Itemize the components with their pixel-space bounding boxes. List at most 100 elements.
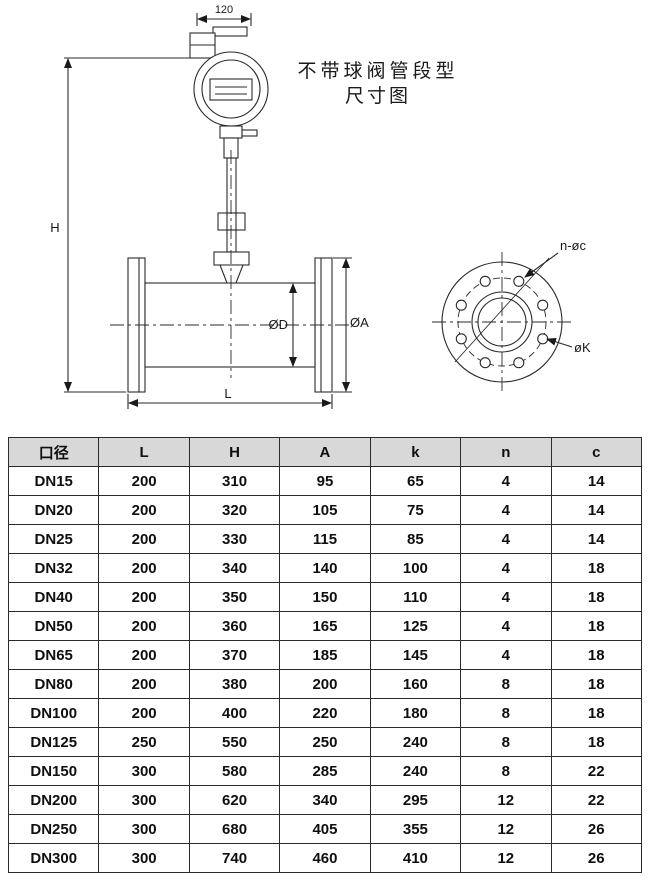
cell-value: 340: [188, 553, 281, 583]
cell-value: 18: [550, 727, 643, 757]
cell-value: 105: [279, 495, 371, 525]
cell-value: 550: [188, 727, 281, 757]
bolt-hole-count-label: n-øc: [560, 238, 587, 253]
cell-value: 4: [460, 466, 552, 496]
cell-value: 240: [369, 727, 462, 757]
cell-value: 405: [279, 814, 371, 844]
cell-value: 200: [98, 669, 190, 699]
cell-value: 4: [460, 582, 552, 612]
cell-value: 125: [369, 611, 462, 641]
cell-value: 200: [98, 495, 190, 525]
cell-diameter: DN300: [7, 843, 100, 873]
cell-value: 8: [460, 669, 552, 699]
cell-value: 18: [550, 640, 643, 670]
cell-value: 220: [279, 698, 371, 728]
bolt-circle-leader: [546, 337, 573, 348]
cell-value: 310: [188, 466, 281, 496]
cell-value: 410: [369, 843, 462, 873]
cell-value: 200: [98, 611, 190, 641]
cell-value: 145: [369, 640, 462, 670]
cell-value: 360: [188, 611, 281, 641]
cell-value: 200: [98, 524, 190, 554]
bolt-hole-leader: [524, 252, 559, 278]
display-window: [209, 78, 253, 101]
col-header-L: L: [98, 437, 190, 467]
cell-value: 18: [550, 582, 643, 612]
cell-diameter: DN25: [7, 524, 100, 554]
dim-120-label: 120: [215, 4, 233, 16]
cell-value: 380: [188, 669, 281, 699]
cell-value: 350: [188, 582, 281, 612]
cell-diameter: DN80: [7, 669, 100, 699]
cell-value: 95: [279, 466, 371, 496]
drawing-title-line1: 不带球阀管段型: [297, 60, 458, 82]
cell-value: 620: [188, 785, 281, 815]
cell-value: 12: [460, 814, 552, 844]
cell-value: 320: [188, 495, 281, 525]
cell-value: 300: [98, 785, 190, 815]
cell-diameter: DN15: [7, 466, 100, 496]
cell-value: 295: [369, 785, 462, 815]
col-header-diameter: 口径: [7, 437, 100, 467]
cell-value: 240: [369, 756, 462, 786]
cell-value: 460: [279, 843, 371, 873]
cell-diameter: DN100: [7, 698, 100, 728]
dimension-flange-od: [333, 257, 352, 393]
cell-value: 18: [550, 611, 643, 641]
cell-value: 200: [98, 466, 190, 496]
drawing-area: 120 H ØD ØA L n-øc øK 不带球阀管段型 尺寸图: [0, 0, 650, 437]
cell-value: 18: [550, 553, 643, 583]
cell-value: 340: [279, 785, 371, 815]
cell-value: 22: [550, 756, 643, 786]
cell-diameter: DN250: [7, 814, 100, 844]
drawing-title-line2: 尺寸图: [345, 85, 411, 107]
dimension-length: [127, 394, 333, 409]
dim-A-label: ØA: [350, 315, 369, 330]
cell-value: 115: [279, 524, 371, 554]
cell-diameter: DN20: [7, 495, 100, 525]
table-header: 口径 L H A k n c: [7, 437, 643, 467]
cell-diameter: DN125: [7, 727, 100, 757]
cell-value: 8: [460, 698, 552, 728]
flange-end-view: [432, 252, 573, 392]
cell-value: 200: [98, 582, 190, 612]
cell-value: 85: [369, 524, 462, 554]
cell-value: 680: [188, 814, 281, 844]
col-header-n: n: [460, 437, 552, 467]
cell-value: 740: [188, 843, 281, 873]
cell-value: 4: [460, 640, 552, 670]
cell-value: 4: [460, 524, 552, 554]
cell-value: 200: [98, 640, 190, 670]
cell-value: 12: [460, 785, 552, 815]
cell-value: 18: [550, 698, 643, 728]
transmitter-neck: [213, 125, 258, 284]
dimension-top-width: [196, 13, 252, 26]
cell-value: 370: [188, 640, 281, 670]
cell-value: 330: [188, 524, 281, 554]
cell-diameter: DN40: [7, 582, 100, 612]
dim-D-label: ØD: [269, 317, 289, 332]
bolt-holes: [455, 275, 549, 369]
dimension-height: [64, 57, 192, 393]
cell-value: 150: [279, 582, 371, 612]
transmitter-head: [189, 26, 269, 127]
col-header-H: H: [188, 437, 281, 467]
cell-value: 200: [279, 669, 371, 699]
cell-diameter: DN200: [7, 785, 100, 815]
cell-value: 250: [98, 727, 190, 757]
